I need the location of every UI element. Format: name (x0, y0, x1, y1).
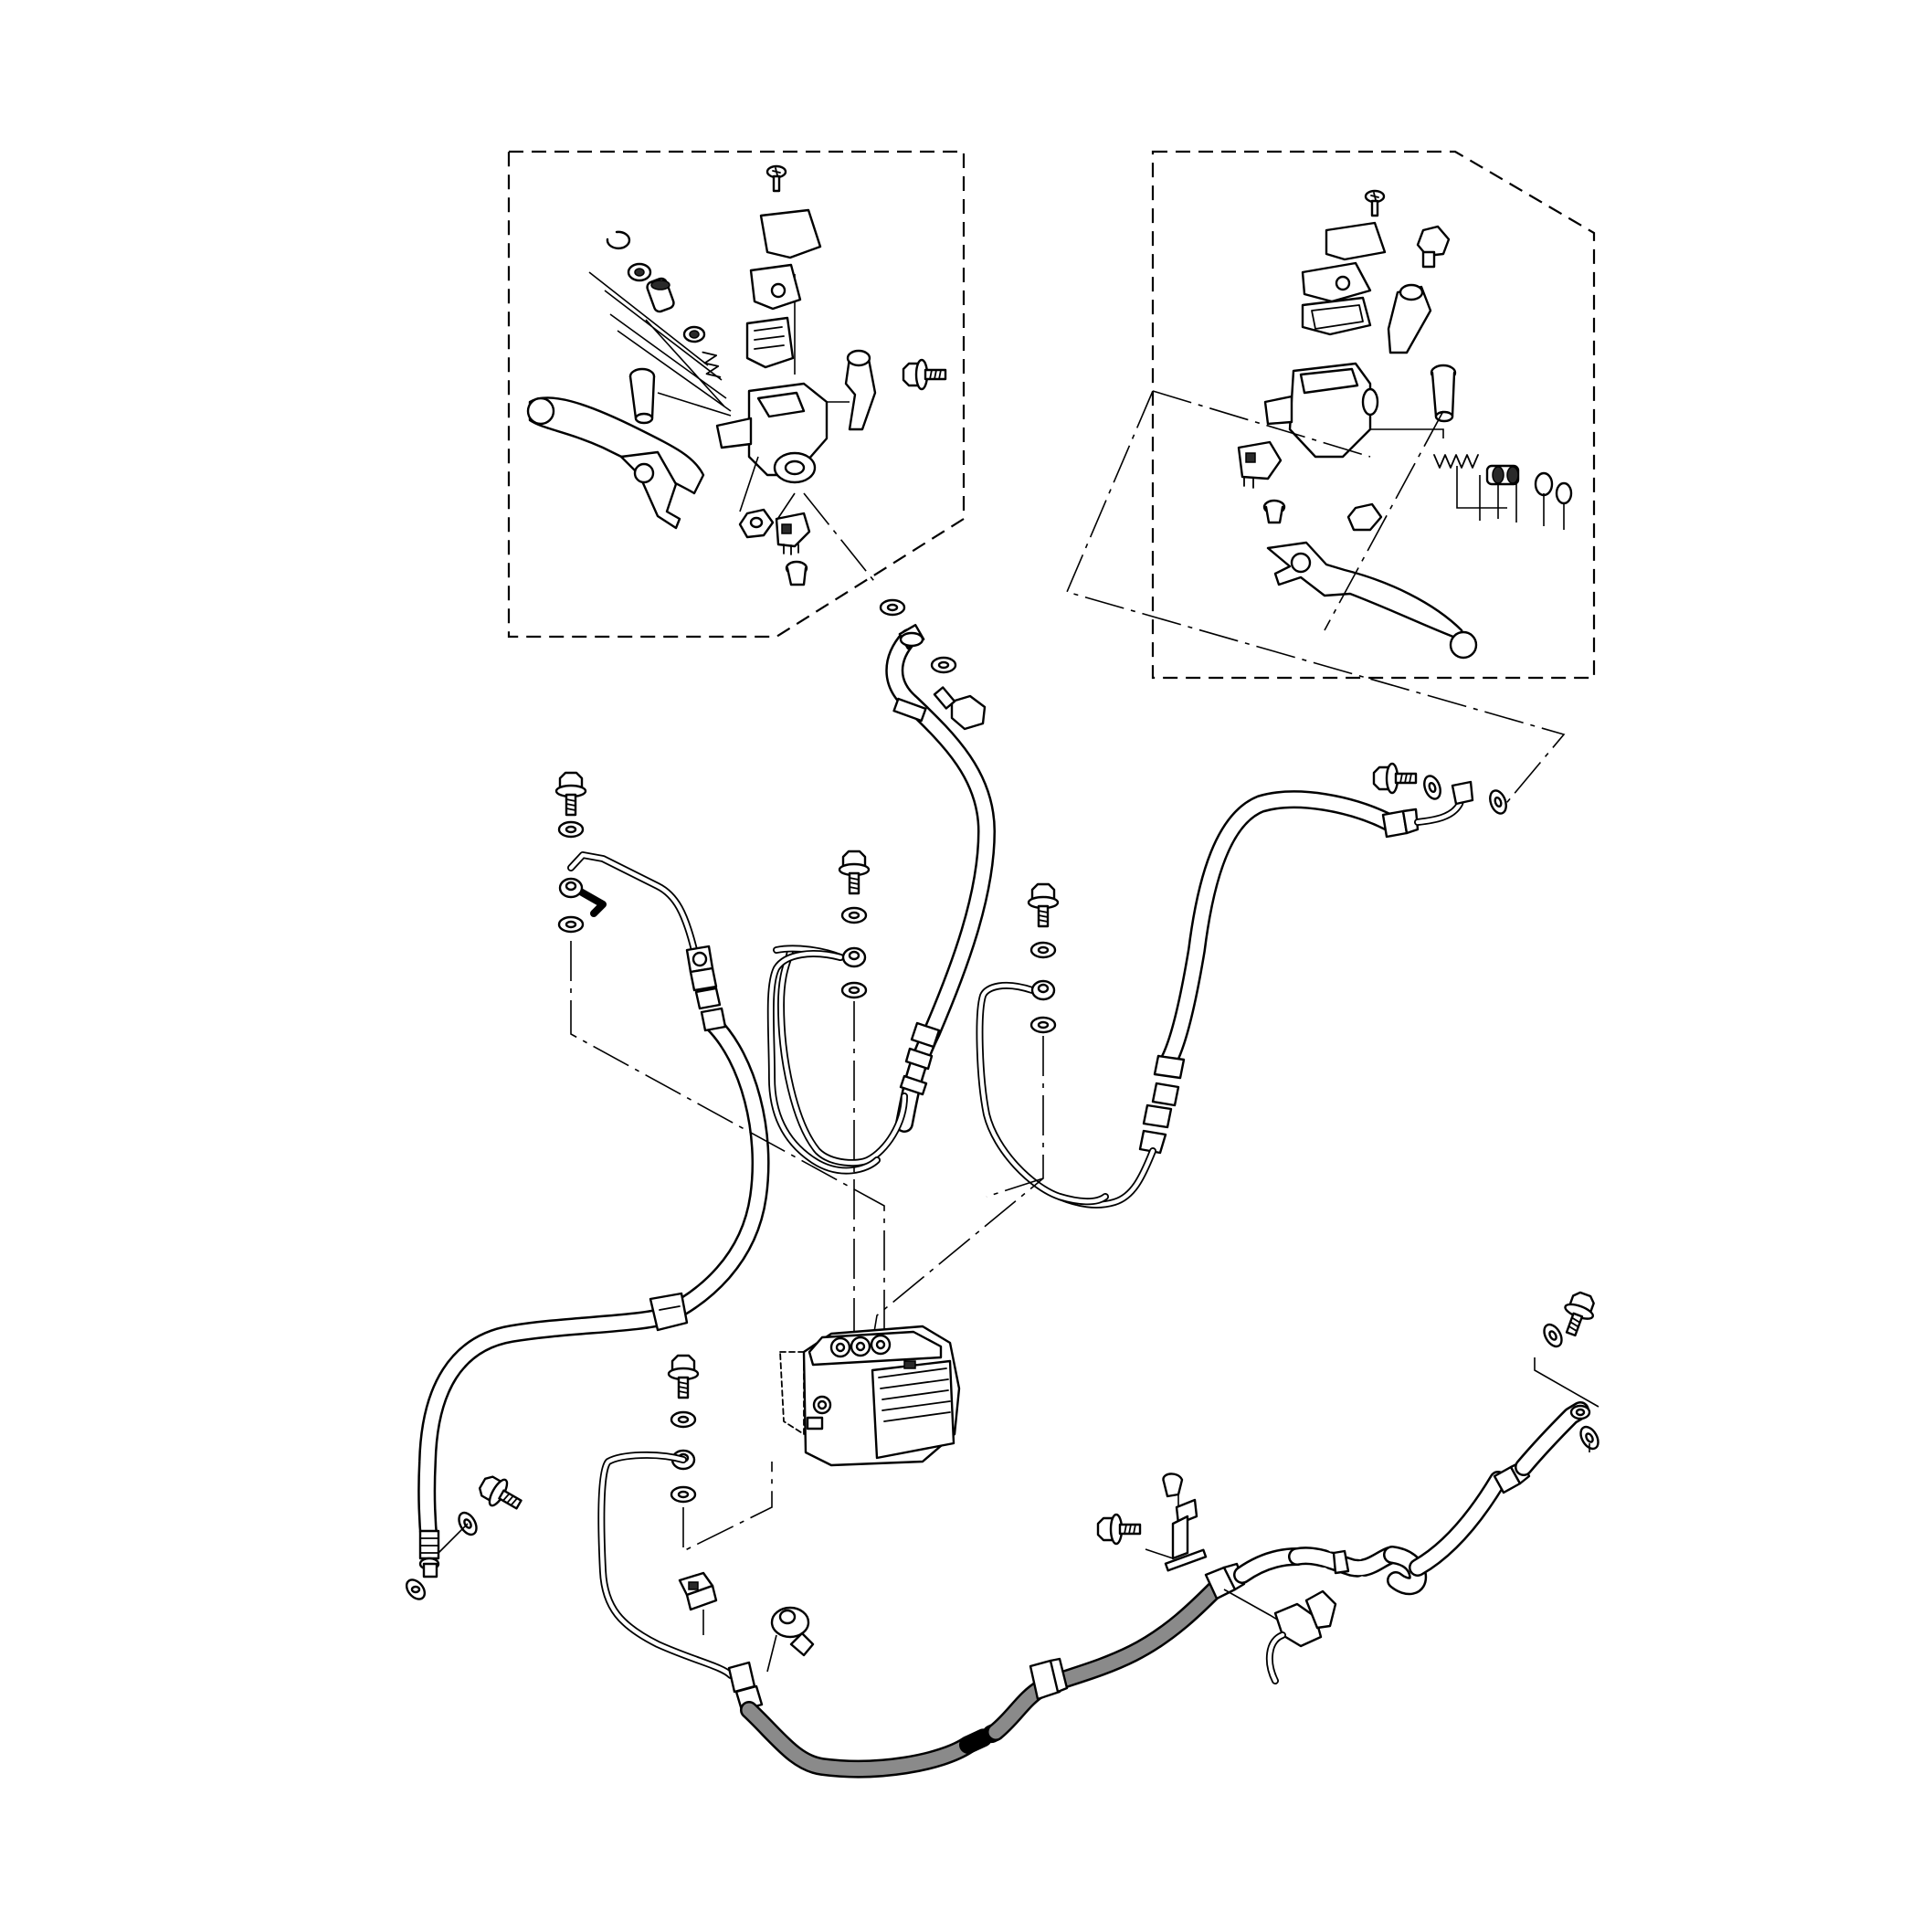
pivot-nut (738, 508, 775, 539)
left-brake-lever (526, 396, 705, 530)
washer-4a (670, 1410, 697, 1429)
lever-pivot-bolt-right (1430, 364, 1457, 423)
switch-screw-right (1262, 499, 1286, 524)
caliper-bolt-left (473, 1469, 528, 1519)
piston-seal-right (1534, 471, 1554, 497)
rear-banjo-bolt (1556, 1288, 1600, 1340)
banjo-rear-caliper (1569, 1404, 1591, 1420)
switch-screw (785, 560, 808, 586)
return-spring-right (1433, 454, 1479, 469)
hose-fitting-top-right (1381, 808, 1420, 839)
diaphragm-right (1301, 296, 1372, 336)
rear-hose-guide (1265, 1589, 1337, 1684)
pipe-clamp (678, 1571, 718, 1611)
brake-pipe-rear (597, 1451, 734, 1679)
reservoir-cover-screw (765, 164, 787, 193)
banjo-stack-3 (1027, 882, 1060, 1034)
banjo-washer-right-1 (1420, 772, 1445, 803)
banjo-washer-upper (879, 598, 906, 617)
piston-right (1485, 464, 1520, 486)
banjo-bolt-1 (554, 771, 587, 817)
reservoir-cover (759, 208, 822, 259)
caliper-washer-left-2 (405, 1578, 427, 1600)
rear-hose-clamp (1162, 1473, 1208, 1572)
banjo-right-master (1451, 780, 1474, 806)
washer-1b (557, 915, 585, 934)
hose-fitting-mid-right (1138, 1054, 1186, 1155)
reservoir-cover-screw-right (1364, 189, 1386, 217)
hose-fitting-caliper-left (418, 1529, 440, 1578)
reservoir-cover-right (1325, 221, 1387, 261)
right-master-cylinder-body (1263, 362, 1379, 459)
banjo-2 (841, 946, 867, 968)
washer-2a (840, 906, 868, 924)
holder-bolt (902, 358, 947, 391)
hose-fitting-upper-left (685, 945, 727, 1032)
left-master-cylinder-assembly (526, 164, 947, 617)
left-master-cylinder-box (507, 150, 966, 639)
banjo-stack-4 (667, 1354, 700, 1504)
banjo-stack-2 (838, 850, 871, 999)
hose-grommet (770, 1606, 815, 1657)
right-master-cylinder-assembly (1065, 189, 1573, 814)
handlebar-holder-right (1387, 283, 1432, 354)
washer-3b (1029, 1016, 1057, 1034)
banjo-bolt-top (933, 686, 987, 731)
snap-ring (606, 230, 631, 250)
banjo-washer-right-2 (1485, 787, 1511, 818)
rear-banjo-washer-1 (1539, 1320, 1567, 1351)
right-brake-lever (1266, 541, 1478, 660)
front-brake-hose-right (1056, 789, 1467, 1209)
brake-light-switch-right (1237, 440, 1283, 489)
pivot-nut-right (1346, 502, 1383, 532)
right-master-cylinder-box (1151, 150, 1596, 680)
front-brake-hose-left-caliper (417, 1014, 770, 1578)
banjo-washer-lower (930, 656, 957, 674)
handlebar-holder (844, 349, 877, 431)
return-spring (702, 351, 722, 378)
banjo-bolt-4 (667, 1354, 700, 1399)
banjo-bolt-3 (1027, 882, 1060, 928)
banjo-3 (1030, 979, 1056, 1001)
leader-lines-abs (570, 941, 1044, 1553)
hose-joint-left (649, 1292, 689, 1332)
banjo-bolt-right-master (1372, 762, 1418, 795)
rear-brake-hose (740, 1401, 1591, 1779)
washer-2b (840, 981, 868, 999)
brake-pipe-center-right (976, 981, 1109, 1206)
hose-fitting-lower (899, 1021, 941, 1096)
hose-joint-rear (1029, 1657, 1069, 1701)
mirror-mount-bolt (1416, 225, 1451, 269)
front-brake-hose-left-master (773, 624, 996, 1167)
washer-4b (670, 1485, 697, 1504)
rear-hose-clamp-bolt (1096, 1513, 1142, 1546)
brake-light-switch (775, 512, 811, 555)
banjo-1 (558, 877, 584, 899)
diaphragm (745, 316, 795, 369)
piston (646, 277, 675, 313)
abs-modulator (779, 1325, 961, 1467)
banjo-bolt-2 (838, 850, 871, 895)
snap-ring-right (1555, 481, 1573, 505)
washer-3a (1029, 941, 1057, 959)
brake-pipe-center-left (766, 950, 881, 1175)
left-master-cylinder-body (715, 382, 829, 484)
brake-pipe-left-upper (567, 851, 727, 1032)
lever-pivot-bolt (628, 367, 656, 425)
washer-1a (557, 820, 585, 839)
